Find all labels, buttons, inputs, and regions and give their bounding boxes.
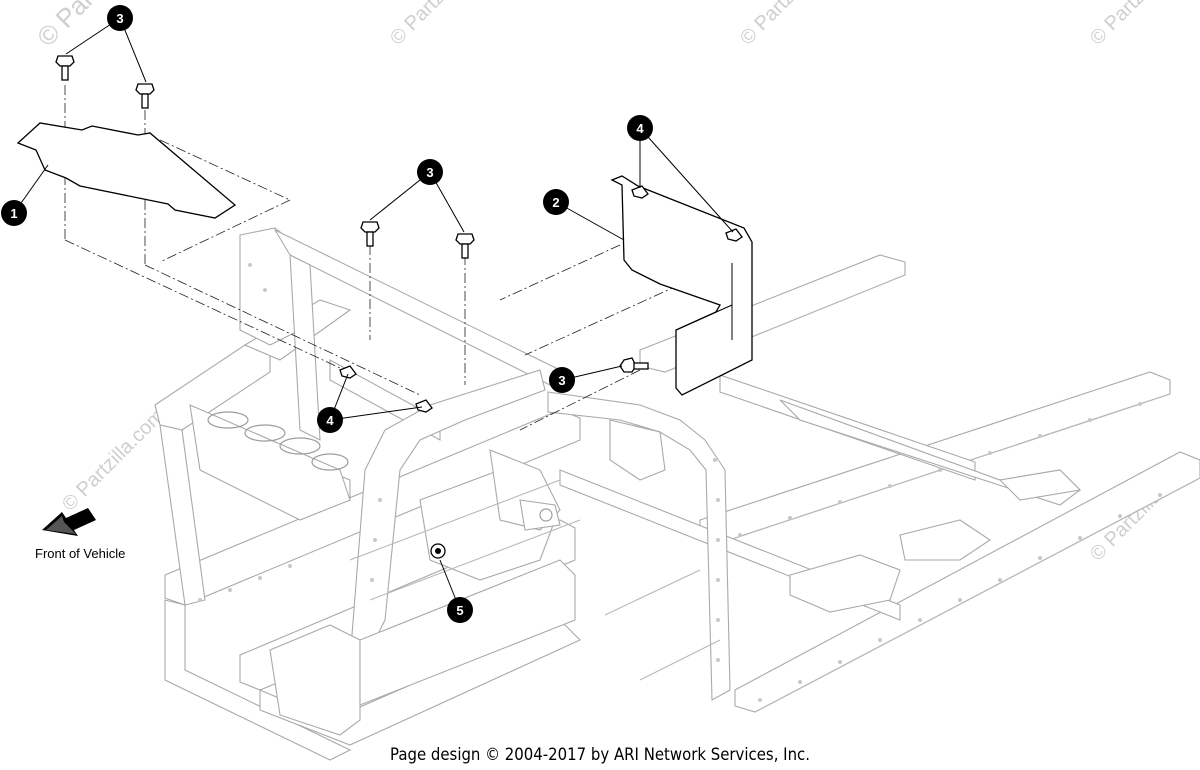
bolt-top-left[interactable] <box>55 55 75 81</box>
watermark-top-center: © Partzilla.com <box>386 0 497 50</box>
callout-4-right[interactable]: 4 <box>627 115 653 141</box>
callout-2[interactable]: 2 <box>543 189 569 215</box>
svg-text:1: 1 <box>10 206 17 221</box>
watermark-top-right-1: © Partzilla.com <box>736 0 847 50</box>
part-1-floor-panel[interactable] <box>16 122 237 219</box>
bolt-center-left[interactable] <box>360 221 380 247</box>
clip-upper-right[interactable] <box>725 228 743 242</box>
vehicle-frame <box>154 227 1200 761</box>
part-2-side-panel[interactable] <box>610 175 753 396</box>
frame-holes <box>198 263 1162 702</box>
svg-text:3: 3 <box>116 11 123 26</box>
callout-5[interactable]: 5 <box>447 597 473 623</box>
front-of-vehicle-label: Front of Vehicle <box>35 546 125 561</box>
watermark-top-right-2: © Partzilla.com <box>1086 0 1197 50</box>
callout-3-center[interactable]: 3 <box>417 159 443 185</box>
bolt-group <box>55 55 649 373</box>
clip-group <box>339 185 743 413</box>
copyright-footer: Page design © 2004-2017 by ARI Network S… <box>390 745 810 765</box>
part-5-grommet[interactable] <box>430 543 446 559</box>
watermark-mid-left: © Partzilla.com <box>58 405 169 516</box>
callout-group: 1 2 3 3 3 4 4 5 <box>1 5 653 623</box>
callout-4-left[interactable]: 4 <box>317 407 343 433</box>
svg-text:5: 5 <box>456 603 463 618</box>
callout-1[interactable]: 1 <box>1 200 27 226</box>
callout-3-top-left[interactable]: 3 <box>107 5 133 31</box>
clip-lower-right[interactable] <box>415 399 433 413</box>
svg-text:3: 3 <box>426 165 433 180</box>
svg-text:4: 4 <box>326 413 334 428</box>
svg-text:3: 3 <box>558 373 565 388</box>
watermark-top-left: © Partzilla.com <box>31 0 176 52</box>
callout-3-side[interactable]: 3 <box>549 367 575 393</box>
bolt-top-right[interactable] <box>135 83 155 109</box>
svg-text:4: 4 <box>636 121 644 136</box>
svg-text:2: 2 <box>552 195 559 210</box>
clip-lower-left[interactable] <box>339 365 357 379</box>
bolt-center-right[interactable] <box>455 233 475 259</box>
arrow-icon <box>42 508 96 536</box>
front-indicator: Front of Vehicle <box>35 508 125 561</box>
